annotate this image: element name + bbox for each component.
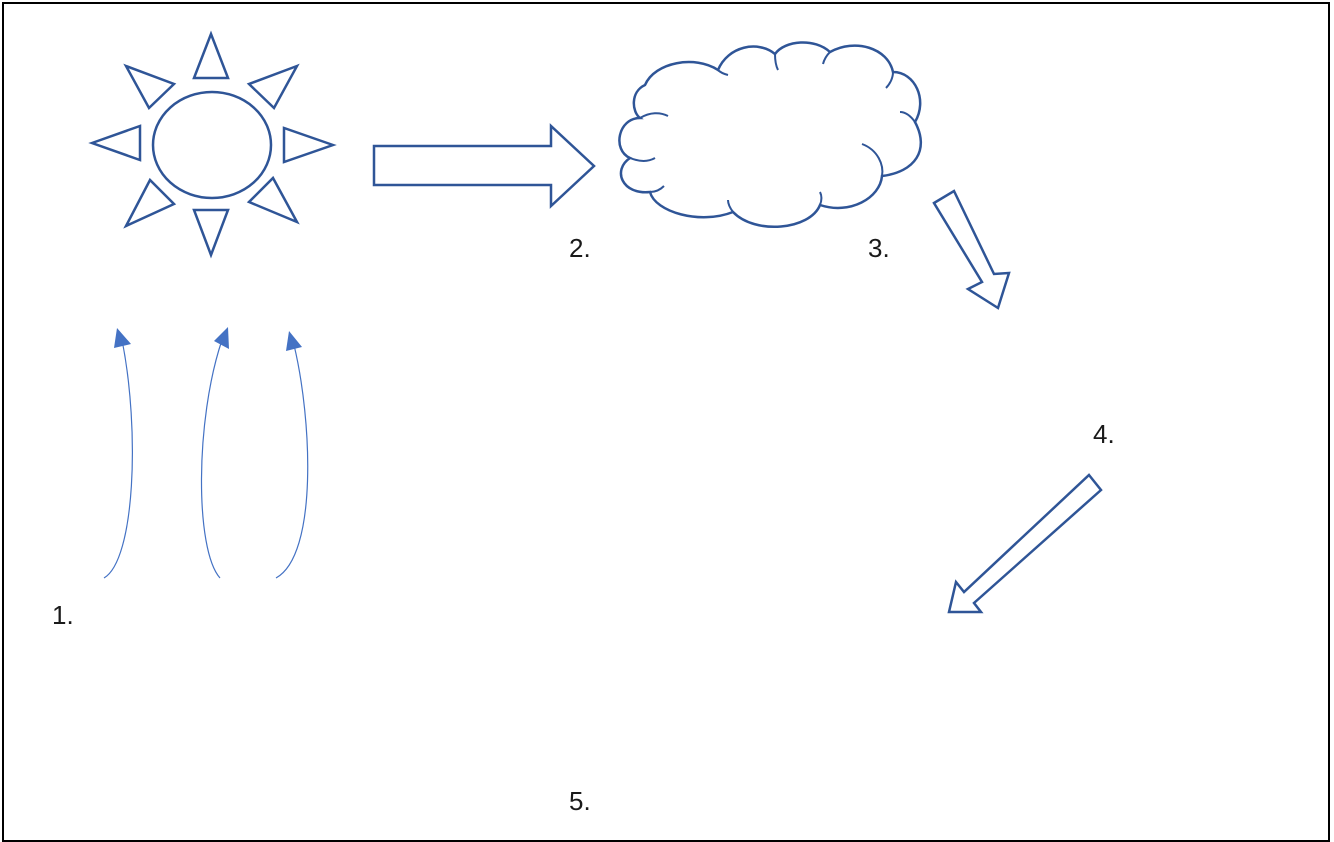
arrow-down-right-shape — [932, 189, 1011, 310]
arrow-right-icon — [372, 123, 596, 209]
sun-icon — [88, 30, 337, 259]
rising-curve-1 — [103, 339, 133, 579]
arrow-right-shape — [372, 123, 596, 209]
sun-ray-right — [282, 126, 337, 164]
arrow-down-left-icon — [947, 473, 1103, 614]
step-label-3: 3. — [868, 233, 890, 263]
rising-arrows-icon — [103, 327, 309, 579]
sun-ray-top — [192, 30, 230, 80]
sun-ray-left — [88, 124, 142, 162]
rising-curve-2 — [200, 339, 223, 579]
arrow-down-left-shape — [947, 473, 1103, 614]
rising-curve-3 — [275, 344, 309, 579]
step-label-2: 2. — [569, 233, 591, 263]
step-label-1: 1. — [52, 600, 74, 630]
sun-ray-bottom-left — [123, 177, 177, 229]
sun-ray-bottom — [192, 208, 230, 259]
rising-arrowhead-1 — [114, 328, 131, 348]
sun-ray-top-right — [246, 63, 300, 111]
sun-ray-top-left — [123, 63, 177, 111]
sun-ray-bottom-right — [246, 175, 300, 225]
step-label-4: 4. — [1093, 419, 1115, 449]
step-label-5: 5. — [569, 786, 591, 816]
rising-arrowhead-3 — [286, 331, 302, 351]
cloud-icon — [618, 41, 922, 229]
rising-arrowhead-2 — [214, 327, 229, 349]
sun-disc — [151, 90, 273, 200]
arrow-down-right-icon — [932, 189, 1011, 310]
